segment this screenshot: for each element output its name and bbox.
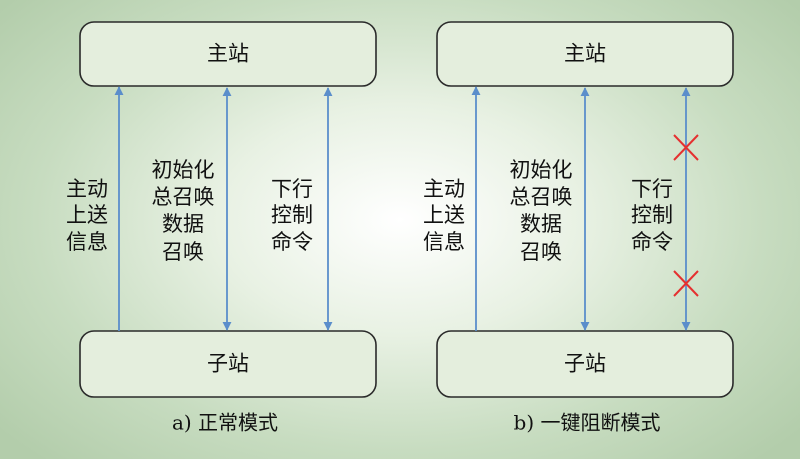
caption-normal-mode: a) 正常模式 <box>172 411 278 435</box>
slave-station-label: 子站 <box>207 352 249 376</box>
svg-text:控制: 控制 <box>631 203 673 227</box>
svg-text:数据: 数据 <box>520 212 562 236</box>
block-cross-top <box>673 134 699 161</box>
svg-text:下行: 下行 <box>271 177 313 201</box>
svg-text:控制: 控制 <box>271 203 313 227</box>
master-station-box <box>79 21 377 87</box>
svg-text:信息: 信息 <box>66 230 108 254</box>
flow-label-interrogation: 初始化 总召唤 数据 召唤 <box>152 158 215 264</box>
svg-text:初始化: 初始化 <box>152 158 215 182</box>
svg-text:命令: 命令 <box>271 230 313 254</box>
svg-text:主动: 主动 <box>66 177 108 201</box>
svg-text:主动: 主动 <box>423 177 465 201</box>
svg-text:命令: 命令 <box>631 230 673 254</box>
master-station-label: 主站 <box>564 42 606 66</box>
panel-normal-mode: 主站 子站 主动 上送 信息 初始化 总召唤 数据 召唤 下行 控制 命令 a)… <box>66 21 377 435</box>
svg-text:信息: 信息 <box>423 230 465 254</box>
slave-station-box <box>436 330 734 398</box>
flow-label-upload: 主动 上送 信息 <box>423 177 465 254</box>
flow-label-control: 下行 控制 命令 <box>271 177 313 254</box>
flow-label-upload: 主动 上送 信息 <box>66 177 108 254</box>
svg-text:数据: 数据 <box>162 212 204 236</box>
master-station-label: 主站 <box>207 42 249 66</box>
svg-text:总召唤: 总召唤 <box>510 185 573 209</box>
panel-one-click-block-mode: 主站 子站 主动 上送 信息 初始化 总召唤 数据 召唤 下行 控制 命令 <box>423 21 734 435</box>
slave-station-label: 子站 <box>564 352 606 376</box>
svg-text:召唤: 召唤 <box>520 240 562 264</box>
master-station-box <box>436 21 734 87</box>
flow-label-interrogation: 初始化 总召唤 数据 召唤 <box>510 158 573 264</box>
svg-text:召唤: 召唤 <box>162 240 204 264</box>
svg-text:总召唤: 总召唤 <box>152 185 215 209</box>
svg-text:上送: 上送 <box>66 203 108 227</box>
slave-station-box <box>79 330 377 398</box>
flow-label-control: 下行 控制 命令 <box>631 177 673 254</box>
caption-block-mode: b) 一键阻断模式 <box>514 411 661 435</box>
block-cross-bottom <box>673 270 699 297</box>
svg-text:初始化: 初始化 <box>510 158 573 182</box>
svg-text:上送: 上送 <box>423 203 465 227</box>
svg-text:下行: 下行 <box>631 177 673 201</box>
